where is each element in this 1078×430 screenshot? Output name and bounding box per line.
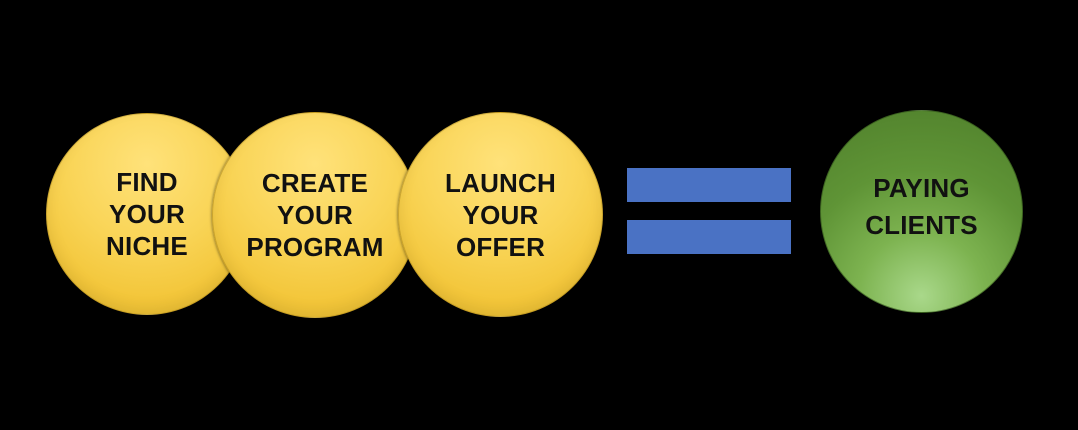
step-circle-launch-offer: LAUNCH YOUR OFFER <box>398 112 603 317</box>
result-label: PAYING CLIENTS <box>865 172 978 240</box>
result-circle-paying-clients: PAYING CLIENTS <box>820 110 1023 313</box>
equals-sign-top-bar <box>627 168 791 202</box>
equals-sign-bottom-bar <box>627 220 791 254</box>
step-label: FIND YOUR NICHE <box>106 167 188 261</box>
step-label: LAUNCH YOUR OFFER <box>445 167 556 262</box>
step-label: CREATE YOUR PROGRAM <box>246 168 384 262</box>
step-circle-create-program: CREATE YOUR PROGRAM <box>212 112 418 318</box>
